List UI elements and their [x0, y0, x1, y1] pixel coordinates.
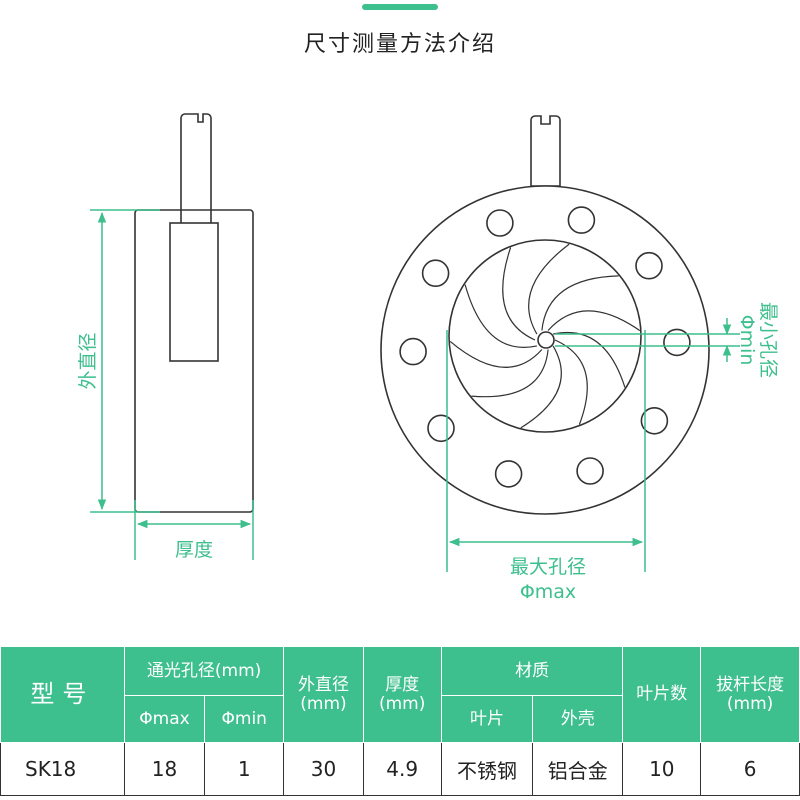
max-aperture-dimension [446, 330, 646, 572]
iris-blade-edge [541, 275, 619, 331]
page-title: 尺寸测量方法介绍 [303, 32, 496, 57]
max-aperture-symbol: Φmax [520, 581, 576, 603]
screw-hole [663, 328, 691, 357]
header-lever-length-unit: (mm) [726, 693, 774, 714]
screw-holes [399, 206, 691, 488]
screw-hole [421, 259, 450, 288]
header-model: 型号 [0, 646, 125, 743]
side-lever [180, 113, 212, 223]
screw-hole [494, 460, 523, 488]
iris-blade-edge [528, 243, 570, 335]
header-thickness-text: 厚度 [385, 674, 420, 695]
header-thickness: 厚度(mm) [362, 646, 442, 743]
header-material: 材质 [440, 646, 624, 696]
iris-blades [449, 243, 641, 429]
side-view [134, 113, 254, 513]
cell-min: 1 [204, 742, 285, 796]
min-aperture-label: 最小孔径 [757, 302, 779, 378]
outer-ring [380, 185, 710, 515]
title-accent-bar [362, 4, 438, 10]
table-row: SK18 18 1 30 4.9 不锈钢 铝合金 10 6 [0, 742, 800, 796]
iris-blade-edge [471, 349, 549, 398]
spec-table: 型号 通光孔径(mm) 外直径(mm) 厚度(mm) 材质 叶片数 拔杆长度(m… [0, 646, 800, 796]
cell-thickness: 4.9 [362, 742, 442, 796]
cell-lever-length: 6 [700, 742, 800, 796]
iris-blade-edge [554, 339, 588, 425]
outer-diameter-label: 外直径 [77, 332, 99, 389]
thickness-dimension [134, 500, 254, 560]
header-blade-count: 叶片数 [622, 646, 702, 743]
front-view [380, 115, 710, 515]
cell-shell-material: 铝合金 [532, 742, 624, 796]
iris-blade-edge [520, 345, 562, 429]
thickness-label: 厚度 [175, 539, 213, 561]
header-material-blade: 叶片 [440, 695, 534, 743]
iris-dimension-diagram: 外直径 厚度 最大孔径 Φmax 最小孔径 Φmin [77, 113, 779, 603]
min-aperture-symbol: Φmin [736, 315, 758, 366]
iris-aperture-rim [448, 239, 642, 433]
cell-blade-count: 10 [622, 742, 702, 796]
header-thickness-unit: (mm) [378, 693, 426, 714]
cell-blade-material: 不锈钢 [440, 742, 534, 796]
header-aperture-max: Φmax [123, 695, 206, 743]
iris-blade-edge [502, 247, 536, 341]
screw-hole [640, 406, 669, 435]
screw-hole [576, 457, 604, 485]
min-aperture-dimension [555, 318, 740, 362]
header-outer-diameter: 外直径(mm) [283, 646, 364, 743]
header-outer-diameter-text: 外直径 [297, 674, 349, 695]
cell-model: SK18 [0, 742, 125, 796]
header-aperture: 通光孔径(mm) [123, 646, 285, 696]
header-lever-length: 拔杆长度(mm) [700, 646, 800, 743]
screw-hole [486, 209, 514, 237]
iris-blade-edge [449, 340, 543, 368]
header-material-shell: 外壳 [532, 695, 624, 743]
header-aperture-min: Φmin [204, 695, 285, 743]
screw-hole [635, 251, 663, 280]
front-lever [530, 115, 561, 187]
screw-hole [567, 206, 596, 234]
cell-max: 18 [123, 742, 206, 796]
max-aperture-label: 最大孔径 [510, 556, 586, 578]
iris-blade-edge [464, 284, 538, 348]
side-slot [169, 222, 219, 362]
header-outer-diameter-unit: (mm) [300, 693, 347, 714]
screw-hole [399, 337, 427, 366]
cell-outer-diameter: 30 [283, 742, 364, 796]
screw-hole [427, 414, 455, 443]
min-aperture-hole [537, 331, 555, 349]
iris-blade-edge [552, 331, 626, 388]
iris-blade-edge [547, 310, 641, 332]
header-lever-length-text: 拔杆长度 [716, 674, 785, 695]
outer-diameter-dimension [90, 209, 160, 513]
